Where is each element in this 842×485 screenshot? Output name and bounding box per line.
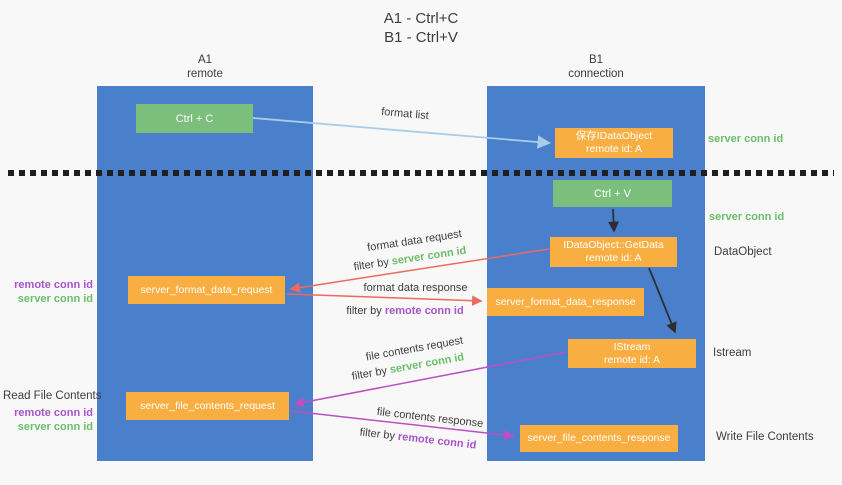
node-server-format-data-request: server_format_data_request bbox=[128, 276, 285, 304]
right-label-dataobject: DataObject bbox=[714, 246, 772, 258]
left-label-remote-conn-id-1: remote conn id bbox=[14, 279, 93, 291]
node-ctrl-v-label: Ctrl + V bbox=[594, 187, 631, 200]
arrow-format-data-response bbox=[286, 293, 483, 306]
column-header-b1: B1 connection bbox=[487, 53, 705, 81]
node-istream: IStream remote id: A bbox=[568, 339, 696, 368]
label-file-contents-response: file contents response bbox=[376, 405, 484, 431]
node-file-request-label: server_file_contents_request bbox=[140, 399, 275, 412]
title-line-1: A1 - Ctrl+C bbox=[383, 10, 459, 27]
node-ctrl-c: Ctrl + C bbox=[136, 104, 253, 133]
left-label-server-conn-id-2: server conn id bbox=[17, 421, 93, 433]
label-format-data-response: format data response bbox=[363, 282, 468, 294]
column-header-a1: A1 remote bbox=[97, 53, 313, 81]
diagram-title: A1 - Ctrl+C B1 - Ctrl+V bbox=[0, 9, 842, 47]
left-label-remote-conn-id-2: remote conn id bbox=[14, 407, 93, 419]
node-save-idataobject-line1: 保存IDataObject bbox=[575, 130, 653, 142]
node-istream-line2: remote id: A bbox=[603, 353, 661, 366]
node-format-request-label: server_format_data_request bbox=[140, 283, 273, 296]
node-file-response-label: server_file_contents_response bbox=[527, 432, 671, 444]
right-label-server-conn-id-mid: server conn id bbox=[709, 211, 785, 223]
label-filter-file-response: filter by remote conn id bbox=[348, 425, 488, 453]
filter-by-text: filter by bbox=[352, 255, 393, 274]
right-label-server-conn-id-top: server conn id bbox=[708, 133, 784, 145]
filter-by-text: filter by bbox=[350, 364, 391, 383]
node-ctrl-c-label: Ctrl + C bbox=[175, 112, 214, 125]
filter-by-text: filter by bbox=[346, 305, 385, 317]
node-ctrl-v: Ctrl + V bbox=[553, 180, 672, 207]
node-format-response-label: server_format_data_response bbox=[495, 295, 636, 308]
right-label-istream: Istream bbox=[713, 347, 752, 359]
node-save-idataobject-line2: remote id: A bbox=[585, 143, 643, 155]
filter-key-remote-conn-id: remote conn id bbox=[384, 305, 464, 317]
node-server-format-data-response: server_format_data_response bbox=[487, 288, 644, 316]
right-label-write-file-contents: Write File Contents bbox=[716, 431, 814, 443]
left-ids-format: remote conn id server conn id bbox=[10, 278, 93, 306]
column-a1-subtitle: remote bbox=[187, 68, 223, 80]
node-save-idataobject: 保存IDataObject remote id: A bbox=[555, 128, 673, 158]
column-b1-subtitle: connection bbox=[568, 68, 624, 80]
left-ids-file: remote conn id server conn id bbox=[10, 406, 93, 434]
column-a1-name: A1 bbox=[197, 54, 213, 66]
filter-key-remote-conn-id: remote conn id bbox=[397, 430, 477, 452]
node-istream-line1: IStream bbox=[613, 340, 651, 353]
title-line-2: B1 - Ctrl+V bbox=[384, 29, 458, 46]
left-label-read-file-contents: Read File Contents bbox=[3, 390, 102, 402]
session-divider-dotted-line bbox=[8, 170, 834, 176]
left-label-server-conn-id-1: server conn id bbox=[17, 293, 93, 305]
column-b1-name: B1 bbox=[588, 54, 604, 66]
node-idataobject-getdata: IDataObject::GetData remote id: A bbox=[550, 237, 677, 267]
node-getdata-line2: remote id: A bbox=[585, 252, 642, 264]
label-filter-format-response: filter by remote conn id bbox=[335, 305, 475, 317]
node-server-file-contents-response: server_file_contents_response bbox=[520, 425, 678, 452]
node-server-file-contents-request: server_file_contents_request bbox=[126, 392, 289, 420]
node-getdata-line1: IDataObject::GetData bbox=[563, 239, 664, 251]
label-format-list: format list bbox=[380, 105, 430, 123]
filter-by-text: filter by bbox=[359, 426, 399, 443]
